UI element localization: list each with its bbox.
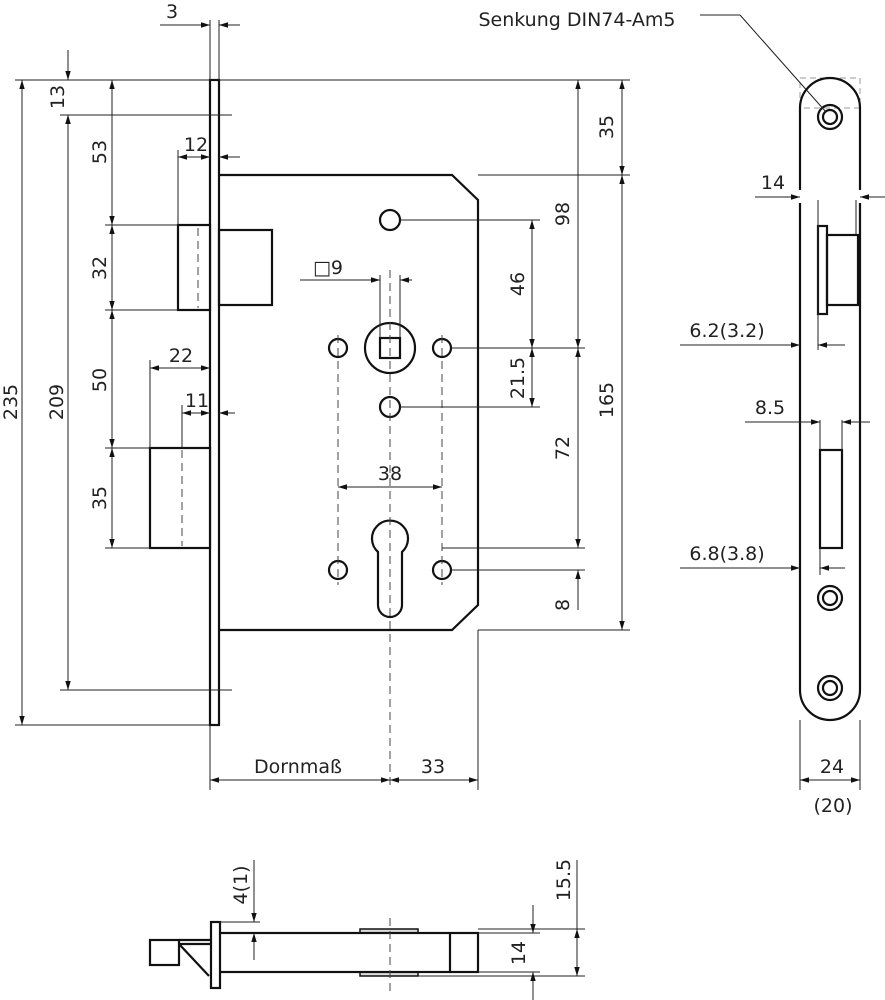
- dim-plate-width: 24: [820, 756, 844, 778]
- dim-hole-to-follower: 46: [507, 272, 529, 296]
- dim-to-follower: 98: [552, 202, 574, 226]
- dim-backset-to-back: 33: [421, 756, 445, 778]
- dim-bolt-width: 8.5: [755, 397, 785, 419]
- dim-cylinder-offset: 8: [552, 599, 574, 611]
- deadbolt: [148, 446, 212, 550]
- dim-bolt-height: 35: [89, 486, 111, 510]
- latch-bolt: [176, 223, 212, 312]
- dim-screw-spacing: 209: [46, 384, 68, 420]
- side-view: Senkung DIN74-Am5 14 6.2(3.2) 8.5 6.8(3.…: [478, 9, 885, 817]
- dim-bolt-inner: 11: [185, 390, 209, 412]
- dim-top-offset: 13: [47, 85, 69, 109]
- dim-case-top: 35: [596, 115, 618, 139]
- countersunk-hole: [816, 584, 844, 612]
- screw-hole: [378, 208, 402, 232]
- dim-latch-top: 53: [89, 140, 111, 164]
- dim-latch-height: 32: [89, 256, 111, 280]
- case-bottom: [217, 931, 480, 974]
- dim-square: □9: [313, 257, 343, 279]
- bottom-view: 4(1) 14 15.5: [148, 859, 585, 1000]
- bolt-opening: [818, 448, 844, 550]
- faceplate-top: [798, 76, 862, 190]
- dim-latch-to-bolt: 50: [89, 368, 111, 392]
- cylinder-cutout: [370, 519, 410, 619]
- faceplate-bottom: [209, 920, 222, 990]
- countersunk-hole: [816, 674, 844, 702]
- dim-bolt-projection: 22: [169, 345, 193, 367]
- dim-follower-to-cylinder: 72: [552, 436, 574, 460]
- dim-case-thickness: 14: [508, 941, 530, 965]
- dim-plate-offset: 4(1): [230, 865, 252, 904]
- faceplate: [208, 78, 221, 727]
- dim-latch-width: 14: [761, 172, 785, 194]
- latch-side: [816, 224, 829, 316]
- dim-latch-projection: 12: [184, 134, 208, 156]
- dim-latch-offset: 6.2(3.2): [689, 320, 764, 342]
- dim-hole-spacing: 38: [378, 463, 402, 485]
- latch-bolt-inner: [217, 228, 274, 307]
- dim-case-height: 165: [596, 382, 618, 418]
- dim-faceplate-thickness: 3: [166, 1, 178, 23]
- front-view: 3 13 235 209 53 32 50 35 12 22 11 35 165…: [0, 1, 630, 790]
- dim-plate-width-alt: (20): [813, 795, 852, 817]
- countersunk-hole: [816, 103, 844, 131]
- dim-follower-to-hole: 21.5: [507, 357, 529, 399]
- faceplate-body: [798, 203, 862, 722]
- dim-bolt-offset: 6.8(3.8): [689, 543, 764, 565]
- lock-case: [219, 173, 480, 632]
- dim-backset: Dornmaß: [254, 756, 342, 778]
- dim-total-height: 235: [0, 384, 22, 420]
- countersink-note: Senkung DIN74-Am5: [478, 9, 675, 31]
- dim-total-thickness: 15.5: [553, 859, 575, 901]
- latch-bottom: [148, 938, 181, 967]
